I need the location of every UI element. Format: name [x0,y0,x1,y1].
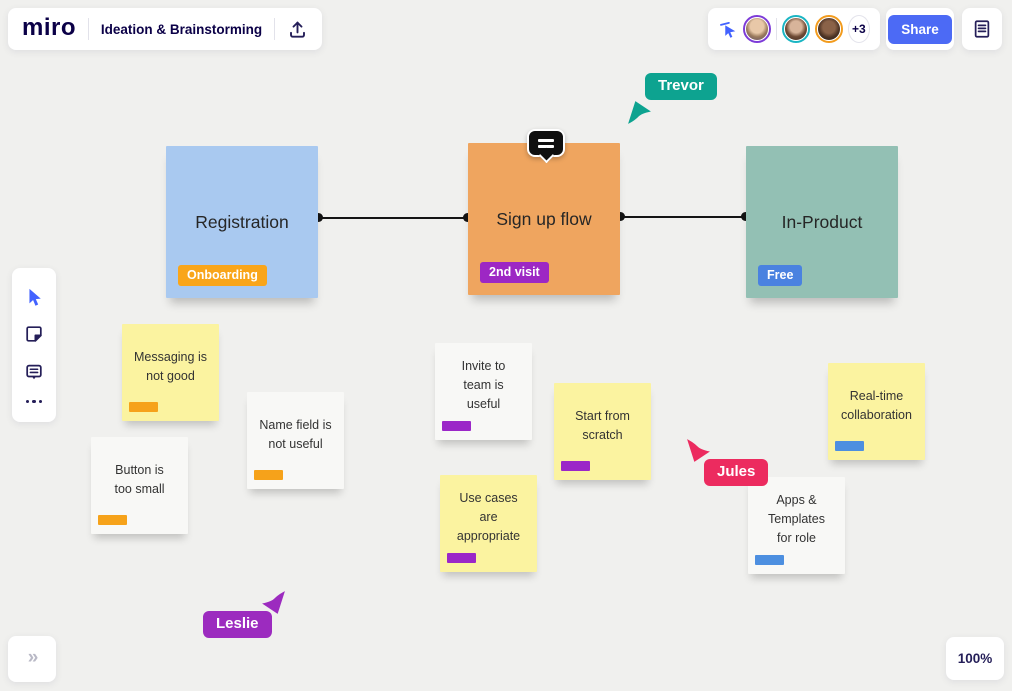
cursor-arrow-icon [260,589,287,616]
sticky-label: Registration [195,211,289,232]
avatar-photo [745,17,769,41]
collaborators-bar: +3 [708,8,880,50]
sticky-note-small[interactable]: Use cases are appropriate [440,475,537,572]
tool-comment[interactable] [24,362,44,382]
ellipsis-icon [25,399,43,404]
remote-cursor-jules: Jules [687,439,769,486]
note-text: Use cases are appropriate [456,491,521,543]
connector-segment [318,216,468,219]
sticky-label: In-Product [781,211,863,232]
document-icon [972,19,992,39]
cursor-name-label: Trevor [645,73,717,100]
upload-icon [287,19,308,40]
sticky-note-small[interactable]: Real-time collaboration [828,363,925,460]
tag-bar [755,555,784,565]
note-text: Invite to team is useful [461,359,506,411]
tag-bar [561,461,590,471]
note-text: Messaging is not good [134,349,207,383]
board-notes-button[interactable] [972,19,992,39]
comment-indicator[interactable] [527,129,565,164]
sticky-label: Sign up flow [496,208,592,229]
sticky-note-icon [24,324,44,344]
sticky-sign-up-flow[interactable]: Sign up flow 2nd visit [468,143,620,295]
sticky-note-small[interactable]: Invite to team is useful [435,343,532,440]
note-text: Apps & Templates for role [768,493,825,545]
sticky-note-small[interactable]: Apps & Templates for role [748,477,845,574]
divider [776,18,777,40]
cursor-slash-icon [718,19,738,39]
sticky-in-product[interactable]: In-Product Free [746,146,898,298]
share-button[interactable]: Share [888,14,952,44]
tag-bar [254,470,283,480]
tag-bar [447,553,476,563]
remote-cursor-leslie: Leslie [203,591,285,638]
note-text: Button is too small [114,462,165,496]
avatar-overflow-badge[interactable]: +3 [847,15,870,43]
tag-bar [442,421,471,431]
sticky-registration[interactable]: Registration Onboarding [166,146,318,298]
avatar[interactable] [814,15,843,43]
connector-endpoint [741,212,750,221]
comment-icon [24,362,44,382]
connector-line[interactable] [314,213,472,222]
avatar-photo [816,17,841,41]
sticky-note-small[interactable]: Button is too small [91,437,188,534]
avatar[interactable] [743,15,771,43]
connector-line[interactable] [616,212,750,221]
connector-segment [620,215,746,218]
tag-bar [98,515,127,525]
tool-sticky-note[interactable] [24,324,44,344]
zoom-level: 100% [957,651,993,666]
divider [274,18,275,40]
note-text: Name field is not useful [259,417,332,451]
zoom-control[interactable]: 100% [946,637,1004,680]
tool-more[interactable] [25,399,43,404]
note-text: Real-time collaboration [841,388,912,422]
toolbar-expand-button[interactable]: » [8,636,56,682]
sticky-note-small[interactable]: Name field is not useful [247,392,344,489]
cursor-name-label: Jules [704,459,769,486]
cursor-name-label: Leslie [203,611,272,638]
chevron-double-right-icon: » [27,647,38,668]
tag-bar [129,402,158,412]
tag-free[interactable]: Free [758,265,803,286]
avatar[interactable] [781,15,810,43]
miro-logo[interactable]: miro [22,13,77,41]
sticky-note-small[interactable]: Start from scratch [554,383,651,480]
tool-select[interactable] [24,287,44,307]
note-text: Start from scratch [575,408,630,442]
sticky-note-small[interactable]: Messaging is not good [122,324,219,421]
avatar-photo [783,17,808,41]
board-header: miro Ideation & Brainstorming [8,8,322,50]
notes-card [962,8,1002,50]
cursor-arrow-icon [626,99,653,126]
remote-cursor-trevor: Trevor [628,73,717,124]
cursor-arrow-icon [685,437,712,464]
tag-2nd-visit[interactable]: 2nd visit [480,262,549,283]
tag-bar [835,441,864,451]
export-board-button[interactable] [287,19,308,40]
tag-onboarding[interactable]: Onboarding [178,265,267,286]
collaborator-cursors-toggle[interactable] [718,19,738,39]
board-title[interactable]: Ideation & Brainstorming [100,21,263,37]
toolbar [12,268,56,422]
connector-endpoint [463,213,472,222]
share-card: Share [886,8,954,50]
divider [88,18,89,40]
cursor-icon [24,287,44,307]
